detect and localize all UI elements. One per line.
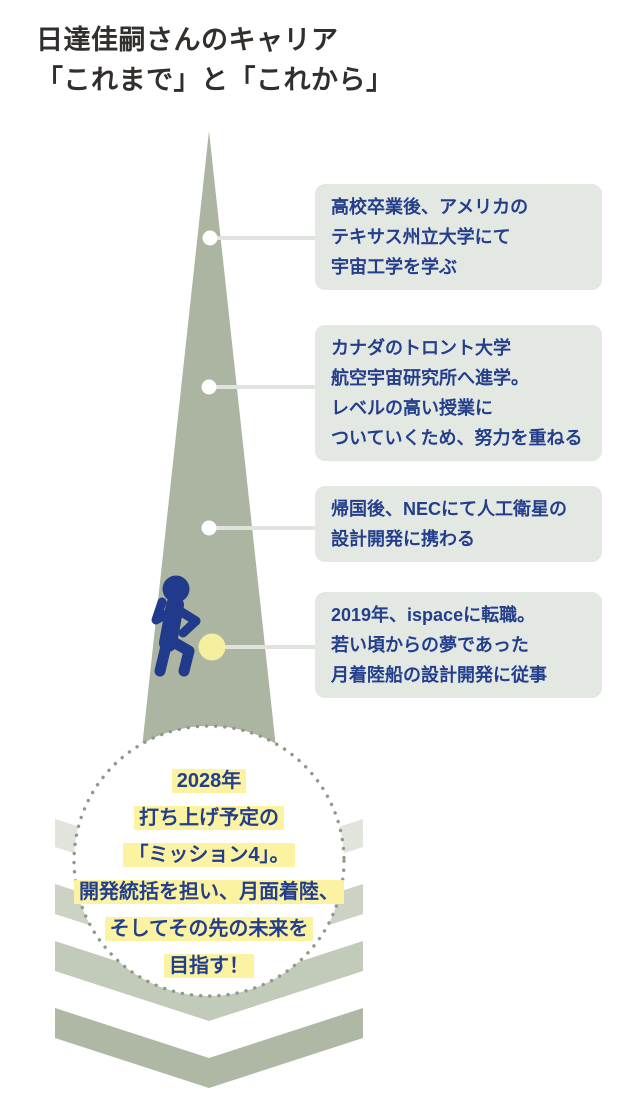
highlighted-text: 開発統括を担い、月面着陸、 xyxy=(74,880,344,904)
future-line: 開発統括を担い、月面着陸、 xyxy=(69,874,349,911)
person-front-leg xyxy=(164,634,195,677)
milestone-line: 設計開発に携わる xyxy=(331,529,475,549)
future-circle-dotted-ring xyxy=(72,724,346,998)
highlighted-text: 「ミッション4」。 xyxy=(123,843,295,867)
title-line-1: 日達佳嗣さんのキャリア xyxy=(36,25,339,55)
highlighted-text: 目指す！ xyxy=(164,954,254,978)
milestone-card-2: カナダのトロント大学 航空宇宙研究所へ進学。 レベルの高い授業に ついていくため… xyxy=(315,325,602,461)
future-line: 打ち上げ予定の xyxy=(69,800,349,837)
milestone-line: ついていくため、努力を重ねる xyxy=(331,428,583,448)
milestone-card-3: 帰国後、NECにて人工衛星の 設計開発に携わる xyxy=(315,486,602,562)
future-line: そしてその先の未来を xyxy=(69,911,349,948)
future-line: 2028年 xyxy=(69,763,349,800)
person-right-arm xyxy=(175,606,201,638)
milestone-line: 宇宙工学を学ぶ xyxy=(331,257,457,277)
milestone-card-1: 高校卒業後、アメリカの テキサス州立大学にて 宇宙工学を学ぶ xyxy=(315,184,602,290)
highlighted-text: 打ち上げ予定の xyxy=(134,806,284,830)
milestone-line: 月着陸船の設計開発に従事 xyxy=(331,665,547,685)
chevron-band-3 xyxy=(55,941,363,1021)
milestone-line: テキサス州立大学にて xyxy=(331,227,511,247)
page-title: 日達佳嗣さんのキャリア 「これまで」と「これから」 xyxy=(36,20,394,100)
person-head xyxy=(162,575,190,603)
highlighted-text: そしてその先の未来を xyxy=(104,917,314,941)
milestone-line: 高校卒業後、アメリカの xyxy=(331,197,529,217)
person-back-leg xyxy=(154,636,173,677)
milestone-card-4: 2019年、ispaceに転職。 若い頃からの夢であった 月着陸船の設計開発に従… xyxy=(315,592,602,698)
person-left-arm xyxy=(151,597,179,625)
title-line-2: 「これまで」と「これから」 xyxy=(36,65,394,95)
milestone-line: 帰国後、NECにて人工衛星の xyxy=(331,499,568,519)
milestone-dot-3 xyxy=(201,520,217,536)
milestone-line: 若い頃からの夢であった xyxy=(331,635,529,655)
milestone-dot-1 xyxy=(202,230,218,246)
highlighted-text: 2028年 xyxy=(171,769,247,793)
milestone-line: レベルの高い授業に xyxy=(331,398,493,418)
future-line: 目指す！ xyxy=(69,948,349,985)
future-goal-text: 2028年 打ち上げ予定の 「ミッション4」。 開発統括を担い、月面着陸、 そし… xyxy=(69,763,349,985)
future-line: 「ミッション4」。 xyxy=(69,837,349,874)
milestone-line: 航空宇宙研究所へ進学。 xyxy=(331,368,529,388)
chevron-band-4 xyxy=(55,1008,363,1088)
current-position-yellow-dot xyxy=(198,633,226,661)
walking-person-icon xyxy=(151,575,201,677)
milestone-line: カナダのトロント大学 xyxy=(331,338,511,358)
milestone-line: 2019年、ispaceに転職。 xyxy=(331,605,536,625)
milestone-dot-2 xyxy=(201,379,217,395)
